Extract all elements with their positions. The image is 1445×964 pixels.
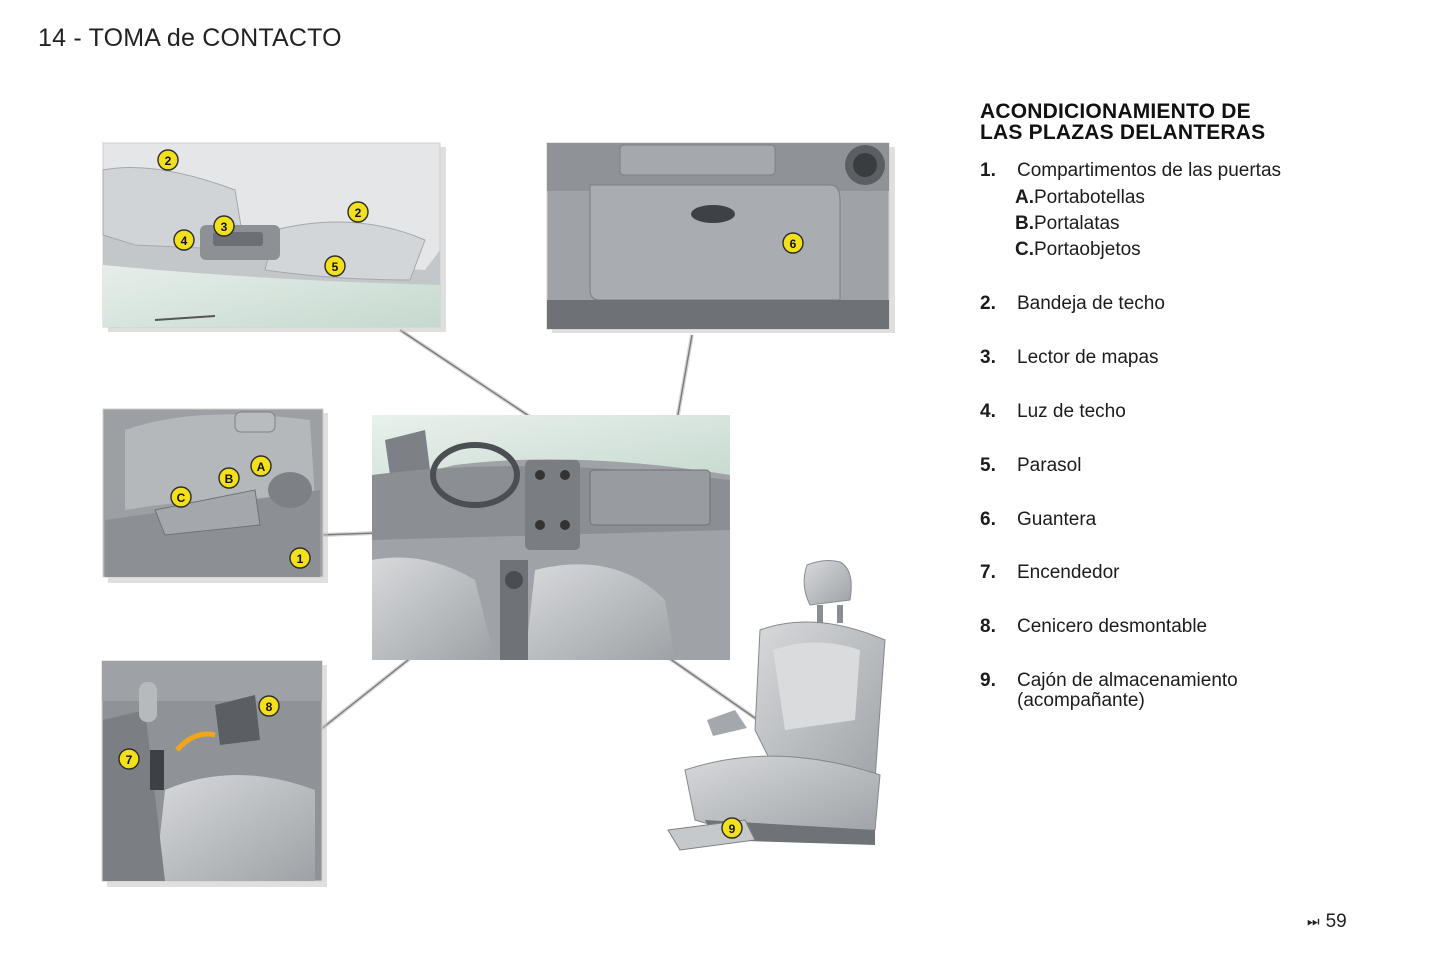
section-heading: ACONDICIONAMIENTO DE LAS PLAZAS DELANTER… bbox=[980, 100, 1266, 144]
callout-B: B bbox=[218, 467, 240, 489]
center-console-photo bbox=[101, 660, 327, 887]
svg-text:7: 7 bbox=[126, 753, 133, 767]
callout-1: 1 bbox=[289, 547, 311, 569]
svg-text:2: 2 bbox=[355, 206, 362, 220]
next-page-icon: ⏭ bbox=[1307, 913, 1320, 929]
callout-6: 6 bbox=[782, 232, 804, 254]
cabin-overview-photo bbox=[372, 415, 730, 660]
callout-8: 8 bbox=[258, 695, 280, 717]
callout-A: A bbox=[250, 455, 272, 477]
svg-text:8: 8 bbox=[266, 700, 273, 714]
svg-text:B: B bbox=[225, 472, 234, 486]
door-panel-photo bbox=[102, 408, 328, 583]
page-number: 59 bbox=[1325, 911, 1347, 932]
sub-list-item: C.Portaobjetos bbox=[1015, 239, 1141, 260]
callout-2-roof-right: 2 bbox=[347, 201, 369, 223]
callout-C: C bbox=[170, 486, 192, 508]
svg-text:5: 5 bbox=[332, 260, 339, 274]
svg-text:C: C bbox=[177, 491, 186, 505]
sub-list-item: A.Portabotellas bbox=[1015, 187, 1145, 208]
callout-2-roof-left: 2 bbox=[157, 149, 179, 171]
callout-4: 4 bbox=[173, 229, 195, 251]
page-footer: ⏭ 59 bbox=[1307, 911, 1347, 933]
callout-9: 9 bbox=[721, 817, 743, 839]
svg-text:4: 4 bbox=[181, 234, 188, 248]
glovebox-photo bbox=[546, 142, 895, 333]
page-title: 14 - TOMA de CONTACTO bbox=[38, 24, 342, 52]
sub-list-item: B.Portalatas bbox=[1015, 213, 1120, 234]
svg-text:9: 9 bbox=[729, 822, 736, 836]
svg-text:6: 6 bbox=[790, 237, 797, 251]
callout-5: 5 bbox=[324, 255, 346, 277]
svg-text:A: A bbox=[257, 460, 266, 474]
callout-3: 3 bbox=[213, 215, 235, 237]
passenger-seat-photo bbox=[667, 560, 886, 851]
front-seats-illustration: 2 2 3 4 5 6 A B C 1 8 7 9 bbox=[95, 130, 895, 900]
roof-console-photo bbox=[102, 142, 446, 332]
svg-text:3: 3 bbox=[221, 220, 228, 234]
svg-text:1: 1 bbox=[297, 552, 304, 566]
svg-text:2: 2 bbox=[165, 154, 172, 168]
callout-7: 7 bbox=[118, 748, 140, 770]
